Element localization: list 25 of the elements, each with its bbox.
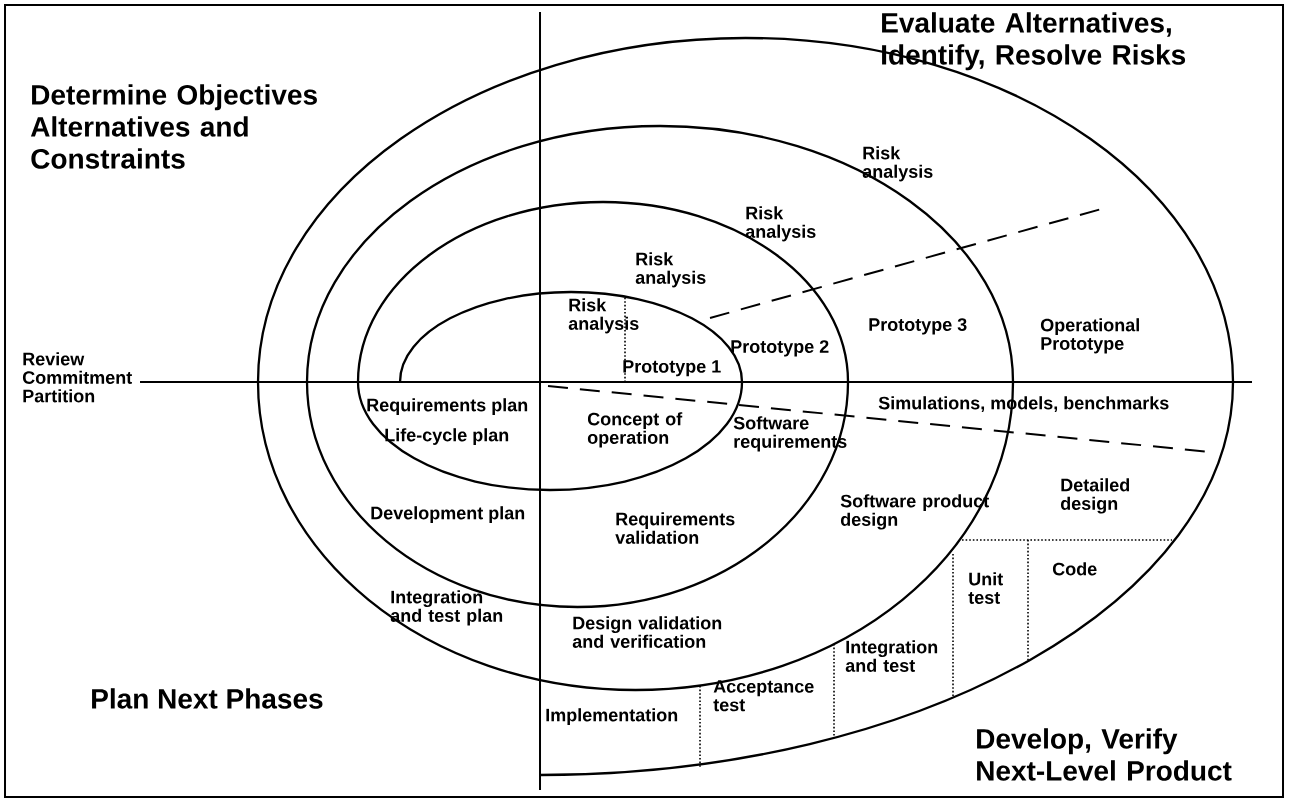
- phase-label: Implementation: [546, 708, 678, 725]
- phase-label: Unit test: [968, 572, 1003, 604]
- phase-label: Requirements plan: [367, 398, 528, 415]
- phase-label: Concept of operation: [587, 412, 683, 448]
- phase-label: Detailed design: [1060, 478, 1130, 514]
- phase-label: Risk analysis: [635, 252, 706, 288]
- phase-label: Code: [1052, 562, 1097, 576]
- phase-label: Risk analysis: [862, 146, 933, 182]
- phase-label: Risk analysis: [568, 298, 639, 334]
- quadrant-heading: Determine Objectives Alternatives and Constraints: [30, 84, 317, 169]
- phase-label: Prototype 2: [731, 340, 829, 357]
- phase-label: Integration and test: [845, 640, 938, 672]
- phase-label: Development plan: [371, 506, 525, 523]
- axis-label: Review Commitment Partition: [22, 352, 132, 403]
- phase-label: Acceptance test: [713, 680, 814, 712]
- phase-label: Prototype 1: [623, 360, 721, 377]
- quadrant-heading: Plan Next Phases: [92, 688, 323, 709]
- quadrant-heading: Develop, Verify Next-Level Product: [977, 728, 1232, 781]
- phase-label: Life-cycle plan: [385, 428, 509, 445]
- phase-label: Design validation and verification: [572, 616, 722, 648]
- phase-label: Operational Prototype: [1040, 318, 1139, 354]
- phase-label: Risk analysis: [745, 206, 816, 242]
- phase-label: Integration and test plan: [390, 590, 503, 626]
- phase-label: Requirements validation: [615, 512, 735, 544]
- phase-label: Prototype 3: [869, 318, 967, 335]
